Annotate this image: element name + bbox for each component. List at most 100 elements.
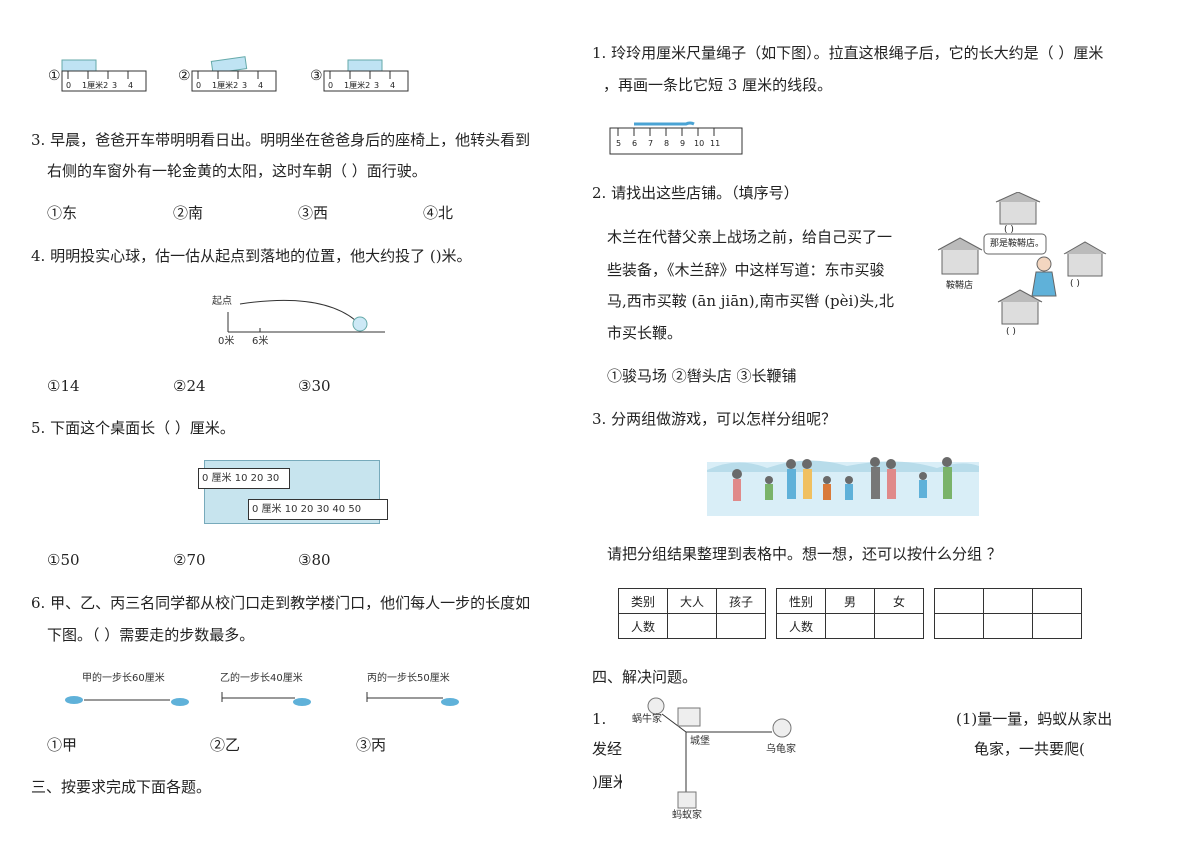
ruler-tick: 0 (66, 81, 72, 90)
shop-name-label: 鞍鞯店 (946, 281, 974, 291)
ruler-tick: 4 (128, 81, 134, 90)
rope-tick: 10 (694, 139, 705, 148)
ruler-tick: 0 (328, 81, 334, 90)
people-drawing (707, 457, 979, 516)
table-header: 大人 (667, 588, 717, 614)
problem-1-line-b2: 龟家，一共要爬( (974, 740, 1085, 758)
table-cell-input[interactable] (1032, 613, 1082, 639)
step-figure-jia: 甲的一步长60厘米 (62, 672, 192, 712)
rope-ruler-figure: 5 6 7 8 9 10 11 (606, 118, 746, 158)
section-3-heading: 三、按要求完成下面各题。 (31, 778, 212, 796)
castle-label: 城堡 (690, 736, 710, 747)
throw-diagram: 起点 0米 6米 (210, 292, 390, 352)
ruler-option-3: ③ 0 1厘米2 3 4 (310, 55, 410, 100)
q6-option-b: ②乙 (210, 736, 241, 754)
table-row-label: 人数 (776, 613, 826, 639)
q5-option-a: ①50 (47, 551, 80, 569)
table-cell-input[interactable] (983, 588, 1033, 614)
ruler-figure (61, 59, 147, 92)
rope-ruler (609, 121, 743, 155)
ruler-option-1: ① 0 1厘米2 3 4 (48, 55, 148, 100)
r-question-3-title: 3. 分两组做游戏，可以怎样分组呢？ (592, 410, 837, 428)
desk-measure-figure: 0 厘米 10 20 30 0 厘米 10 20 30 40 50 (198, 460, 398, 525)
r-question-1-line-2: ，再画一条比它短 3 厘米的线段。 (603, 76, 833, 94)
route-lines (647, 697, 792, 809)
problem-1-line-b1: 发经 (592, 740, 623, 758)
shops-drawing (938, 192, 1107, 325)
ruler-tick: 3 (374, 81, 380, 90)
rope-tick: 11 (710, 139, 721, 148)
category-table: 类别 大人 孩子 人数 (618, 588, 766, 639)
table-cell-input[interactable] (934, 613, 984, 639)
table-cell-input[interactable] (716, 613, 766, 639)
step-arrow (366, 692, 459, 706)
shops-illustration: 那是鞍鞯店。 鞍鞯店 ( ) ( ) ( ) (938, 192, 1108, 342)
mulan-para-4: 市买长鞭。 (607, 324, 683, 342)
table-cell-input[interactable] (874, 613, 924, 639)
ruler-tick: 4 (258, 81, 264, 90)
q3-option-b: ②南 (173, 204, 204, 222)
option-marker: ② (178, 68, 191, 84)
shop-options: ①骏马场 ②辔头店 ③长鞭铺 (607, 367, 797, 385)
table-header: 男 (825, 588, 875, 614)
r-question-1-line-1: 1. 玲玲用厘米尺量绳子（如下图）。拉直这根绳子后，它的长大约是（ ）厘米 (592, 44, 1104, 62)
problem-1-number: 1. (592, 710, 607, 728)
table-header: 性别 (776, 588, 826, 614)
table-cell-input[interactable] (667, 613, 717, 639)
turtle-home-label: 乌龟家 (766, 744, 796, 755)
bottom-ruler (248, 499, 388, 520)
question-6-line-1: 6. 甲、乙、丙三名同学都从校门口走到教学楼门口，他们每人一步的长度如 (31, 594, 531, 612)
q4-option-a: ①14 (47, 377, 80, 395)
snail-home-label: 蜗牛家 (632, 714, 662, 725)
rope-tick: 7 (648, 139, 654, 148)
q6-option-a: ①甲 (47, 736, 78, 754)
question-6-line-2: 下图。（ ）需要走的步数最多。 (47, 626, 255, 644)
zero-meter-label: 0米 (218, 336, 235, 347)
q4-option-c: ③30 (298, 377, 331, 395)
option-marker: ① (48, 68, 61, 84)
ruler-figure (191, 56, 277, 92)
top-ruler-label: 0 厘米 10 20 30 (202, 473, 280, 484)
mulan-para-2: 些装备，《木兰辞》中这样写道：东市买骏 (607, 261, 885, 279)
rope-tick: 9 (680, 139, 686, 148)
bottom-ruler-label: 0 厘米 10 20 30 40 50 (252, 504, 362, 515)
ruler-tick: 3 (112, 81, 118, 90)
section-4-heading: 四、解决问题。 (592, 668, 698, 686)
q3-option-d: ④北 (423, 204, 454, 222)
question-4: 4. 明明投实心球，估一估从起点到落地的位置，他大约投了 ()米。 (31, 247, 472, 265)
question-3-line-1: 3. 早晨，爸爸开车带明明看日出。明明坐在爸爸身后的座椅上，他转头看到 (31, 131, 531, 149)
start-label: 起点 (212, 296, 232, 307)
ruler-tick: 1厘米2 (344, 81, 371, 90)
question-3-line-2: 右侧的车窗外有一轮金黄的太阳，这时车朝（ ）面行驶。 (47, 162, 427, 180)
step-label: 乙的一步长40厘米 (220, 673, 303, 684)
blank-bottom: ( ) (1006, 327, 1016, 337)
step-figure-yi: 乙的一步长40厘米 (210, 672, 330, 712)
q3-option-a: ①东 (47, 204, 78, 222)
six-meter-label: 6米 (252, 336, 269, 347)
q5-option-c: ③80 (298, 551, 331, 569)
speech-bubble-text: 那是鞍鞯店。 (990, 239, 1045, 249)
table-cell-input[interactable] (825, 613, 875, 639)
blank-table (934, 588, 1082, 639)
blank-top: ( ) (1004, 225, 1014, 235)
route-map: 蜗牛家 城堡 乌龟家 蚂蚁家 (622, 692, 822, 827)
table-header: 类别 (618, 588, 668, 614)
step-label: 丙的一步长50厘米 (367, 673, 450, 684)
table-cell-input[interactable] (983, 613, 1033, 639)
problem-1-line-c: )厘米 (592, 773, 628, 791)
table-header: 孩子 (716, 588, 766, 614)
question-5: 5. 下面这个桌面长（ ）厘米。 (31, 419, 235, 437)
ant-home-label: 蚂蚁家 (672, 810, 702, 821)
option-marker: ③ (310, 68, 323, 84)
ruler-option-2: ② 0 1厘米2 3 4 (178, 55, 278, 100)
table-cell-input[interactable] (1032, 588, 1082, 614)
r-question-2-title: 2. 请找出这些店铺。（填序号） (592, 184, 799, 202)
table-cell-input[interactable] (934, 588, 984, 614)
blank-right: ( ) (1070, 279, 1080, 289)
table-header: 女 (874, 588, 924, 614)
ruler-tick: 1厘米2 (212, 81, 239, 90)
table-row-label: 人数 (618, 613, 668, 639)
q6-option-c: ③丙 (356, 736, 387, 754)
q4-option-b: ②24 (173, 377, 206, 395)
rope-tick: 6 (632, 139, 638, 148)
